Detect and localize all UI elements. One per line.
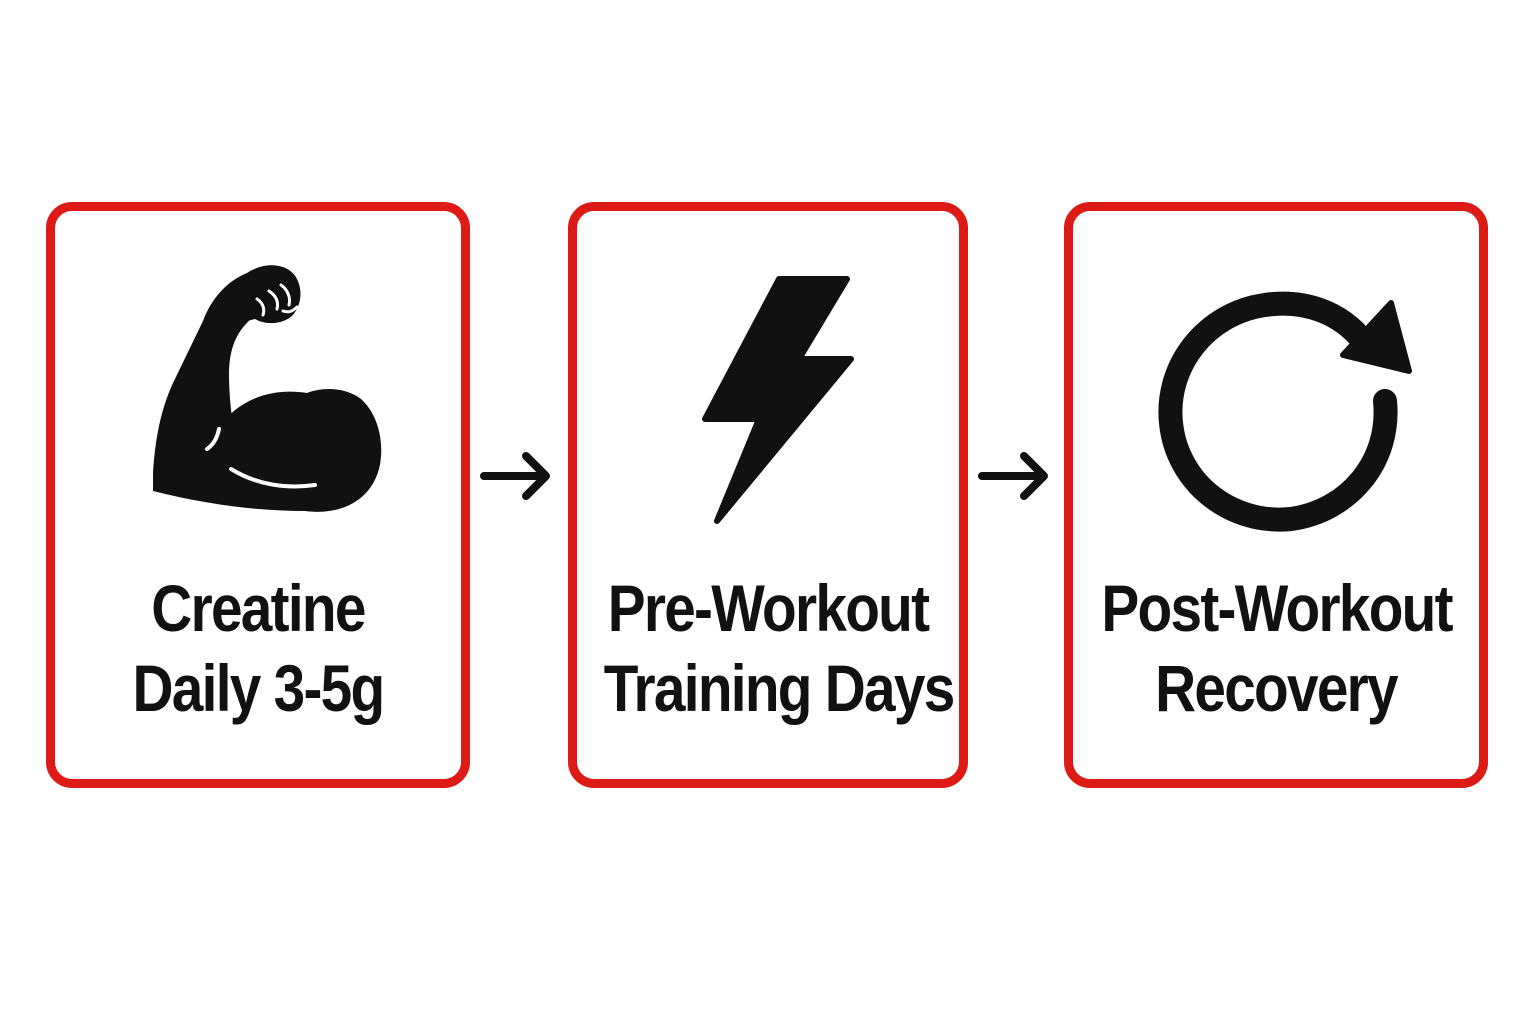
step-title: Pre-Workout xyxy=(607,571,930,645)
right-arrow-icon xyxy=(978,452,1048,500)
step-label-pre-workout: Pre-Workout Training Days xyxy=(603,568,956,728)
flexed-bicep-icon xyxy=(153,265,382,512)
step-subtitle: Recovery xyxy=(1155,651,1399,725)
step-subtitle: Training Days xyxy=(603,651,956,725)
step-title: Post-Workout xyxy=(1101,571,1453,645)
step-card-post-workout: Post-Workout Recovery xyxy=(1064,202,1488,788)
step-card-pre-workout: Pre-Workout Training Days xyxy=(568,202,968,788)
right-arrow-icon xyxy=(480,452,550,500)
step-label-post-workout: Post-Workout Recovery xyxy=(1101,568,1453,728)
step-subtitle: Daily 3-5g xyxy=(132,651,386,725)
step-title: Creatine xyxy=(151,571,366,645)
step-label-creatine: Creatine Daily 3-5g xyxy=(83,568,432,728)
circular-refresh-arrow-icon xyxy=(1158,291,1412,532)
step-card-creatine: Creatine Daily 3-5g xyxy=(46,202,470,788)
lightning-bolt-icon xyxy=(702,276,854,524)
